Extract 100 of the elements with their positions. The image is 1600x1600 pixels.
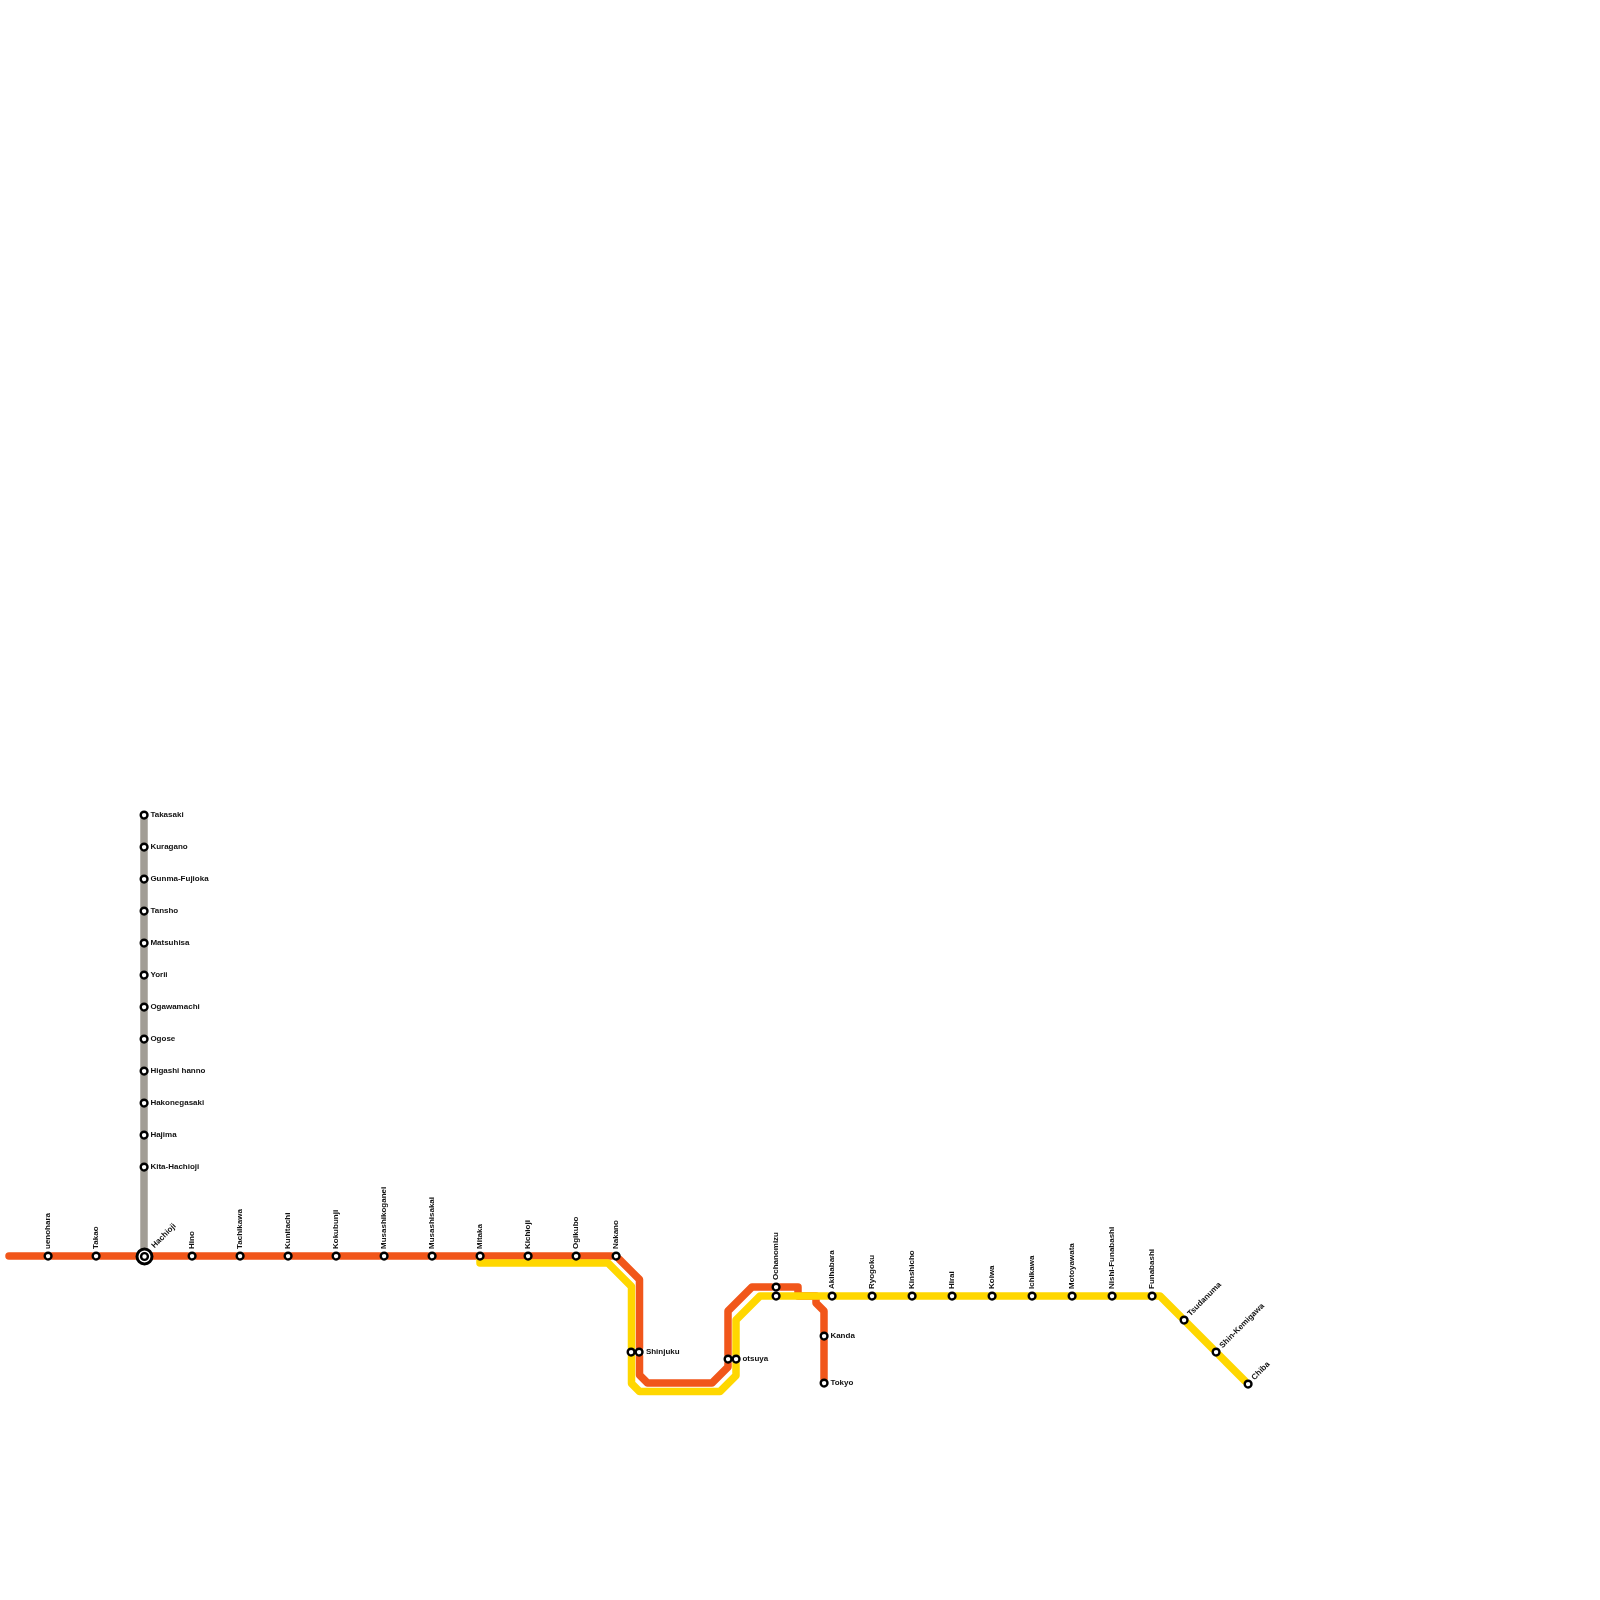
- station-marker: [1106, 1290, 1118, 1302]
- station-marker: [1146, 1290, 1158, 1302]
- interchange-marker: [134, 1246, 154, 1266]
- station-marker: [1210, 1346, 1222, 1358]
- station-marker: [138, 1001, 150, 1013]
- station-name: Motoyawata: [1066, 1243, 1077, 1289]
- rail-line: [149, 1252, 192, 1260]
- rail-line: [832, 1292, 872, 1300]
- rail-line: [140, 847, 148, 879]
- station-name: Musashisakai: [426, 1196, 437, 1249]
- rail-line: [140, 1167, 148, 1251]
- station-name: Ochanomizu: [770, 1231, 781, 1280]
- station-marker: [378, 1250, 390, 1262]
- station-name: Kinshicho: [906, 1250, 917, 1289]
- station-marker: [1242, 1378, 1254, 1390]
- station-marker: [234, 1250, 246, 1262]
- station-marker: [42, 1250, 54, 1262]
- station-marker: [946, 1290, 958, 1302]
- rail-line: [192, 1252, 240, 1260]
- station-marker: [90, 1250, 102, 1262]
- rail-line: [1152, 1292, 1185, 1321]
- station-name: Funabashi: [1146, 1248, 1157, 1289]
- rail-line: [872, 1292, 912, 1300]
- station-name: Akihabara: [826, 1250, 837, 1289]
- rail-line: [140, 943, 148, 975]
- rail-line: [432, 1252, 480, 1260]
- station-name: Ogawamachi: [150, 1002, 200, 1012]
- rail-line: [140, 815, 148, 847]
- station-marker: [282, 1250, 294, 1262]
- station-name: Matsuhisa: [150, 938, 190, 948]
- rail-line: [140, 975, 148, 1007]
- station-name: Ogose: [150, 1034, 176, 1044]
- station-name: Hajima: [150, 1130, 177, 1140]
- station-marker: [138, 937, 150, 949]
- station-marker: [330, 1250, 342, 1262]
- station-name: Kanda: [830, 1331, 855, 1341]
- rail-line: [952, 1292, 992, 1300]
- station-marker: [1178, 1314, 1190, 1326]
- rail-line: [140, 1103, 148, 1135]
- station-name: Takasaki: [150, 810, 184, 820]
- station-marker: [570, 1250, 582, 1262]
- rail-line: [140, 911, 148, 943]
- rail-line: [48, 1252, 96, 1260]
- rail-line: [240, 1252, 288, 1260]
- station-marker: [626, 1346, 637, 1358]
- station-marker: [986, 1290, 998, 1302]
- station-marker: [474, 1250, 486, 1262]
- rail-line: [140, 1135, 148, 1167]
- rail-line: [140, 879, 148, 911]
- rail-line: [820, 1336, 828, 1383]
- rail-line: [912, 1292, 952, 1300]
- station-marker: [426, 1250, 438, 1262]
- station-marker: [826, 1290, 838, 1302]
- rail-line: [732, 1292, 776, 1359]
- rail-line: [635, 1352, 732, 1387]
- rail-line: [776, 1283, 828, 1336]
- station-name: Mitaka: [474, 1224, 485, 1249]
- station-name: Nakano: [610, 1220, 621, 1249]
- rail-line: [288, 1252, 336, 1260]
- station-marker: [610, 1250, 622, 1262]
- station-marker: [138, 1161, 150, 1173]
- rail-line: [384, 1252, 432, 1260]
- station-marker: [138, 969, 150, 981]
- rail-line: [724, 1283, 776, 1359]
- rail-line: [140, 1071, 148, 1103]
- station-marker: [186, 1250, 198, 1262]
- station-marker: [138, 1129, 150, 1141]
- station-name: Yorii: [150, 970, 168, 980]
- station-name: Takao: [90, 1226, 101, 1249]
- rail-line: [336, 1252, 384, 1260]
- rail-line: [1072, 1292, 1112, 1300]
- station-name: Tachikawa: [234, 1209, 245, 1249]
- station-name: Kunitachi: [282, 1212, 293, 1249]
- station-name: otsuya: [742, 1354, 769, 1364]
- station-marker: [138, 1033, 150, 1045]
- station-marker: [906, 1290, 918, 1302]
- rail-line: [576, 1252, 616, 1260]
- station-name: Hirai: [946, 1271, 957, 1289]
- station-marker: [818, 1377, 830, 1389]
- station-marker: [770, 1281, 782, 1293]
- station-marker: [634, 1346, 645, 1358]
- station-name: Musashikoganei: [378, 1186, 389, 1249]
- station-marker: [138, 905, 150, 917]
- station-name: Ryogoku: [866, 1254, 877, 1289]
- rail-line: [480, 1252, 528, 1260]
- station-name: Kichioji: [522, 1220, 533, 1249]
- station-name: Kuragano: [150, 842, 188, 852]
- station-marker: [138, 809, 150, 821]
- station-marker: [1026, 1290, 1038, 1302]
- rail-line: [1112, 1292, 1152, 1300]
- rail-line: [627, 1352, 740, 1396]
- station-marker: [138, 1065, 150, 1077]
- station-marker: [818, 1330, 830, 1342]
- rail-line: [1183, 1319, 1217, 1353]
- station-name: Ichikawa: [1026, 1255, 1037, 1289]
- rail-line: [776, 1292, 832, 1300]
- station-name: Nishi-Funabashi: [1106, 1226, 1117, 1289]
- station-marker: [1066, 1290, 1078, 1302]
- rail-line: [1215, 1351, 1249, 1385]
- rail-line: [140, 1039, 148, 1071]
